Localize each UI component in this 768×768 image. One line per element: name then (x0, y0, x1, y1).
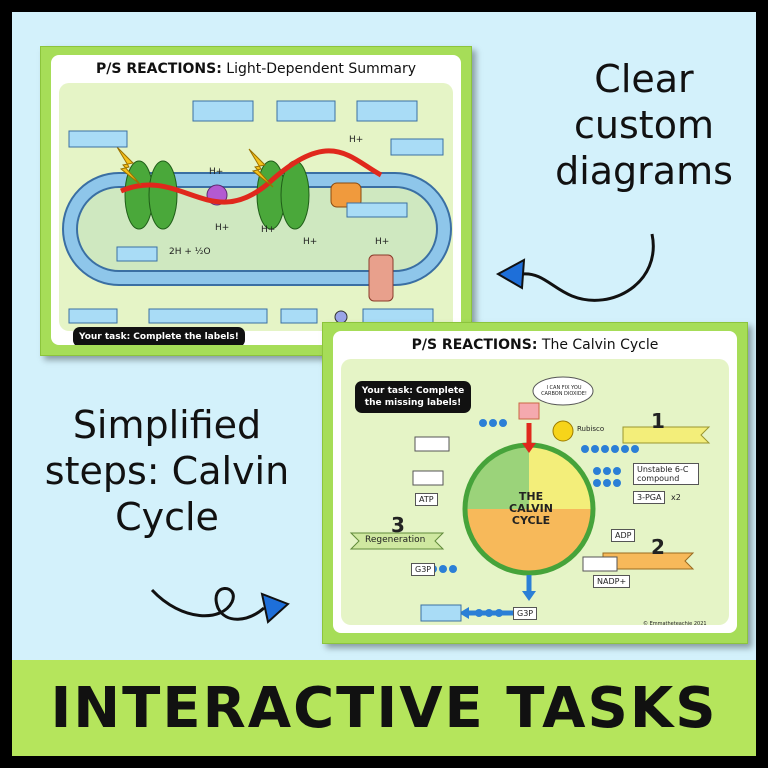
hydrogen-ion: H+ (215, 223, 230, 233)
left-caption: Simplified steps: Calvin Cycle (44, 403, 290, 539)
step-3-number: 3 (391, 513, 405, 537)
bottom-banner: INTERACTIVE TASKS (12, 660, 756, 756)
rubisco-label: Rubisco (577, 425, 605, 433)
pga-label: 3-PGA (633, 491, 666, 504)
unstable-compound-label: Unstable 6-C compound (633, 463, 699, 485)
task-instruction: Your task: Complete the labels! (73, 327, 245, 345)
task-instruction: Your task: Complete the missing labels! (355, 381, 471, 413)
slide-paper: P/S REACTIONS: Light-Dependent Summary (51, 55, 461, 345)
hydrogen-ion: H+ (375, 237, 390, 247)
g3p-bottom-label: G3P (513, 607, 538, 620)
pga-multiplier: x2 (671, 493, 681, 502)
step-1-number: 1 (651, 409, 665, 433)
slide-title: P/S REACTIONS: The Calvin Cycle (411, 337, 659, 353)
slide-title: P/S REACTIONS: Light-Dependent Summary (95, 61, 417, 77)
hydrogen-ion: H+ (349, 135, 364, 145)
slide-calvin-cycle: P/S REACTIONS: The Calvin Cycle (322, 322, 748, 644)
hydrogen-ion: H+ (303, 237, 318, 247)
slide-light-dependent: P/S REACTIONS: Light-Dependent Summary (40, 46, 472, 356)
decorative-arrows (150, 233, 655, 624)
adp-label: ADP (611, 529, 636, 542)
nadp-label: NADP+ (593, 575, 631, 588)
banner-text: INTERACTIVE TASKS (50, 675, 718, 741)
calvin-cycle-diagram (341, 359, 729, 625)
step-2-number: 2 (651, 535, 665, 559)
g3p-left-label: G3P (411, 563, 436, 576)
light-dependent-diagram (59, 83, 453, 331)
regeneration-label: Regeneration (365, 535, 426, 545)
atp-label: ATP (415, 493, 438, 506)
hydrogen-ion: H+ (209, 167, 224, 177)
promo-frame: P/S REACTIONS: Light-Dependent Summary (12, 12, 756, 756)
right-caption: Clear custom diagrams (555, 57, 733, 193)
water-split-label: 2H + ½O (169, 247, 211, 257)
calvin-center-label: THE CALVIN CYCLE (509, 490, 553, 527)
credit-label: © Emmatheteachie 2021 (643, 621, 707, 627)
hydrogen-ion: H+ (261, 225, 276, 235)
slide-paper: P/S REACTIONS: The Calvin Cycle (333, 331, 737, 633)
rubisco-speech: I CAN FIX YOU CARBON DIOXIDE! (541, 385, 587, 397)
